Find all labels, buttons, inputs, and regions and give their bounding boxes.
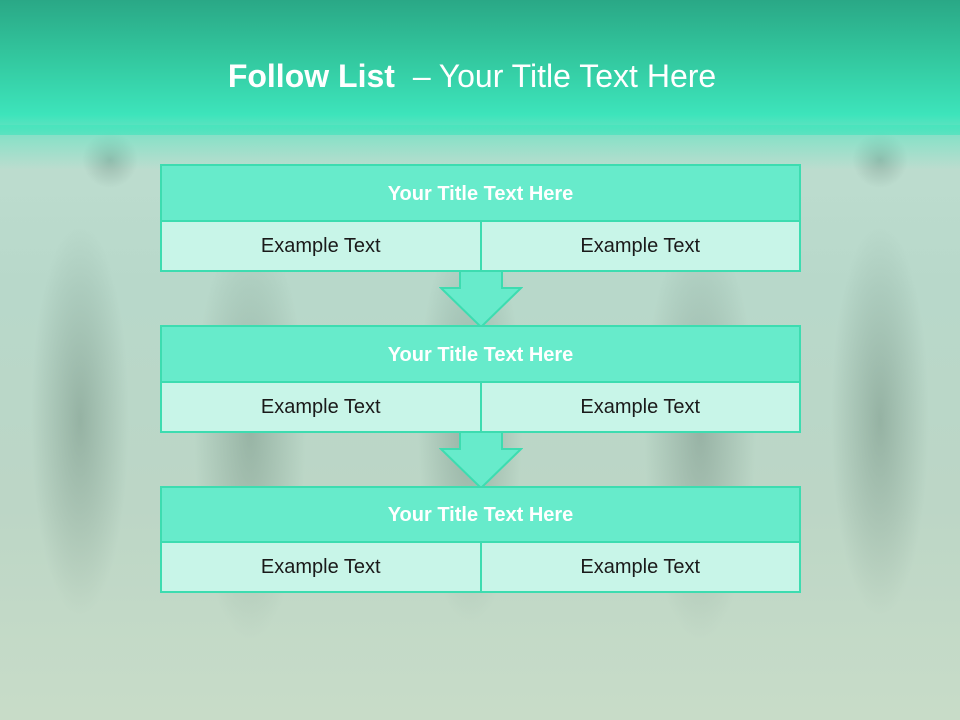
- step-block-cell-right: Example Text: [479, 543, 799, 591]
- step-block-cell-right: Example Text: [479, 222, 799, 270]
- title-bar-fade: [0, 125, 960, 170]
- slide-title-separator: –: [412, 58, 431, 94]
- step-block-cell-left: Example Text: [162, 222, 480, 270]
- step-block-1: Your Title Text Here Example Text Exampl…: [160, 164, 801, 272]
- step-block-row: Example Text Example Text: [162, 222, 799, 270]
- step-block-title: Your Title Text Here: [162, 488, 799, 543]
- step-block-cell-left: Example Text: [162, 383, 480, 431]
- slide-title: Follow List–Your Title Text Here: [0, 52, 952, 100]
- step-block-row: Example Text Example Text: [162, 543, 799, 591]
- step-block-row: Example Text Example Text: [162, 383, 799, 431]
- step-block-cell-left: Example Text: [162, 543, 480, 591]
- step-block-2: Your Title Text Here Example Text Exampl…: [160, 325, 801, 433]
- step-block-3: Your Title Text Here Example Text Exampl…: [160, 486, 801, 593]
- step-block-title: Your Title Text Here: [162, 166, 799, 222]
- slide-title-bold: Follow List: [227, 58, 395, 94]
- slide-title-rest: Your Title Text Here: [438, 58, 717, 94]
- step-block-title: Your Title Text Here: [162, 327, 799, 383]
- down-arrow-icon: [439, 271, 523, 329]
- down-arrow-icon: [439, 432, 523, 490]
- title-bar: [0, 0, 960, 135]
- step-block-cell-right: Example Text: [479, 383, 799, 431]
